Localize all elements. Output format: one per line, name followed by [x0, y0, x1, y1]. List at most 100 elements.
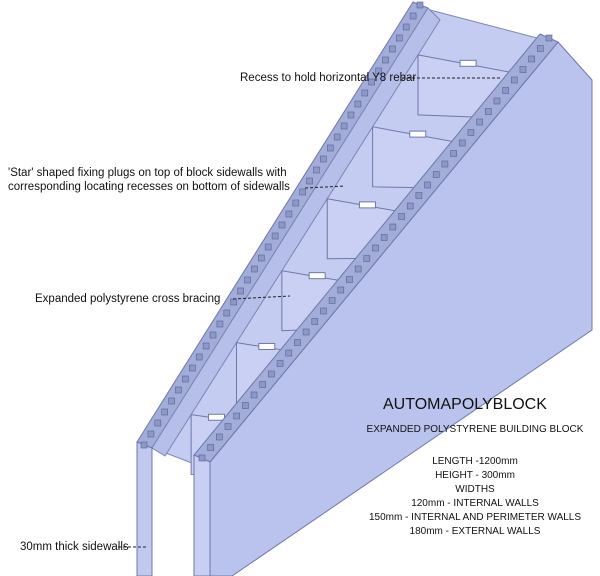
star-plug	[259, 381, 267, 388]
star-plug	[398, 213, 405, 220]
star-plug	[147, 430, 155, 438]
product-subtitle: EXPANDED POLYSTYRENE BUILDING BLOCK	[366, 424, 584, 435]
star-plug	[242, 402, 249, 409]
star-plug	[346, 276, 353, 283]
star-plug	[311, 318, 319, 325]
star-plug	[409, 12, 417, 20]
label-star-plugs-2: corresponding locating recesses on botto…	[8, 181, 290, 193]
star-plug	[224, 423, 232, 430]
star-plug	[510, 76, 518, 84]
star-plug	[389, 45, 396, 53]
star-plug	[328, 297, 336, 304]
star-plug	[182, 375, 189, 383]
rebar-recess	[308, 272, 326, 280]
star-plug	[416, 1, 424, 9]
star-plug	[175, 386, 182, 394]
star-plug	[195, 353, 203, 361]
star-plug	[306, 177, 313, 185]
spec-length: LENGTH -1200mm	[432, 456, 518, 467]
rebar-recess	[459, 59, 477, 67]
star-plug	[326, 144, 334, 152]
star-plug	[402, 23, 410, 31]
spec-widths-heading: WIDTHS	[455, 484, 495, 495]
rebar-recess	[358, 201, 376, 209]
star-plug	[354, 100, 362, 108]
star-plug	[333, 133, 341, 141]
rebar-recess	[409, 130, 427, 138]
star-plug	[368, 78, 376, 86]
star-plug	[395, 34, 403, 42]
rebar-recess	[258, 342, 276, 350]
product-name: AUTOMAPOLYBLOCK	[383, 396, 547, 413]
star-plug	[268, 370, 275, 378]
star-plug	[209, 331, 217, 339]
right-wall-end	[193, 454, 211, 576]
star-plug	[424, 181, 431, 189]
star-plug	[292, 199, 300, 207]
star-plug	[441, 160, 449, 168]
spec-height: HEIGHT - 300mm	[435, 470, 515, 481]
star-plug	[198, 454, 206, 462]
star-plug	[372, 244, 379, 252]
star-plug	[223, 309, 231, 317]
star-plug	[363, 255, 371, 262]
star-plug	[154, 419, 162, 427]
rebar-recess	[207, 413, 225, 421]
star-plug	[161, 408, 168, 416]
star-plug	[237, 287, 244, 295]
star-plug	[302, 328, 310, 336]
star-plug	[230, 298, 237, 306]
star-plug	[250, 391, 258, 399]
star-plug	[354, 265, 362, 273]
spec-width-120: 120mm - INTERNAL WALLS	[411, 498, 539, 509]
star-plug	[285, 349, 293, 357]
star-plug	[216, 320, 224, 328]
star-plug	[380, 234, 388, 241]
star-plug	[484, 108, 492, 115]
star-plug	[519, 66, 527, 73]
star-plug	[432, 171, 440, 178]
star-plug	[406, 202, 414, 210]
star-plug	[244, 276, 251, 284]
label-cross-bracing: Expanded polystyrene cross bracing	[35, 293, 221, 305]
star-plug	[299, 188, 307, 196]
star-plug	[278, 221, 286, 229]
star-plug	[415, 192, 423, 199]
star-plug	[347, 111, 355, 119]
star-plug	[140, 441, 148, 449]
star-plug	[271, 232, 279, 240]
star-plug	[537, 45, 544, 52]
spec-width-180: 180mm - EXTERNAL WALLS	[409, 526, 541, 537]
spec-width-150: 150mm - INTERNAL AND PERIMETER WALLS	[368, 512, 582, 523]
star-plug	[202, 342, 210, 350]
left-wall-end	[136, 441, 153, 576]
label-rebar-recess: Recess to hold horizontal Y8 rebar	[240, 72, 417, 84]
star-plug	[502, 87, 509, 94]
star-plug	[168, 397, 175, 405]
left-wall-inner-face	[151, 7, 441, 457]
star-plug	[467, 129, 475, 136]
star-plug	[216, 433, 223, 441]
star-plug	[382, 56, 389, 64]
star-plug	[493, 97, 501, 105]
label-sidewalls: 30mm thick sidewalls	[20, 541, 129, 553]
star-plug	[233, 412, 240, 420]
star-plug	[189, 364, 196, 372]
star-plug	[337, 286, 345, 294]
star-plug	[251, 265, 258, 273]
star-plug	[389, 223, 397, 231]
star-plug	[320, 307, 327, 315]
star-plug	[340, 122, 348, 130]
star-plug	[207, 444, 214, 451]
label-star-plugs-1: 'Star' shaped fixing plugs on top of blo…	[8, 167, 287, 179]
star-plug	[313, 166, 320, 174]
star-plug	[476, 118, 483, 126]
star-plug	[375, 67, 382, 75]
star-plug	[450, 150, 457, 157]
star-plug	[294, 339, 301, 346]
star-plug	[528, 55, 535, 63]
star-plug	[285, 210, 293, 218]
star-plug	[257, 254, 265, 262]
